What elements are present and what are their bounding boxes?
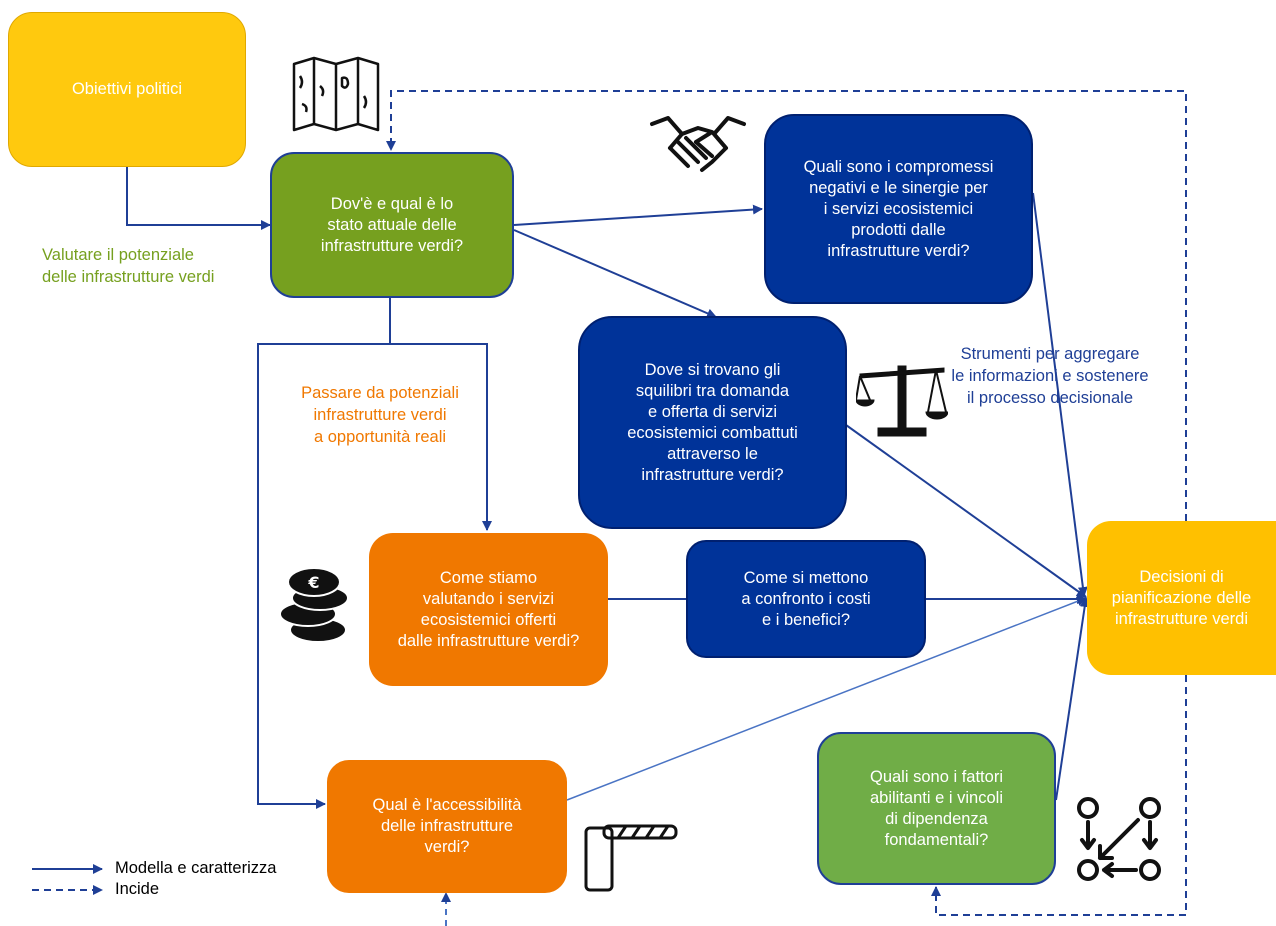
node-stato-attuale: Dov'è e qual è lo stato attuale delle in… <box>270 152 514 298</box>
legend-dashed-label: Incide <box>115 880 160 898</box>
node-decisioni: Decisioni di pianificazione delle infras… <box>1087 521 1276 675</box>
dashed-loop-top <box>386 90 1187 521</box>
arrow-compromessi-to-decisioni <box>1032 192 1088 597</box>
handshake-icon <box>650 116 746 172</box>
scale-icon <box>856 365 948 437</box>
barrier-icon <box>584 824 678 892</box>
label-strumenti: Strumenti per aggregare le informazioni … <box>951 345 1149 407</box>
arrow-stato-to-squilibri <box>513 229 717 319</box>
node-accessibilita: Qual è l'accessibilità delle infrastrutt… <box>327 760 567 893</box>
label-passare-opportunita: Passare da potenziali infrastrutture ver… <box>301 384 459 446</box>
map-icon <box>292 56 380 132</box>
arrow-stato-to-accessibilita <box>257 343 390 809</box>
node-confronto: Come si mettono a confronto i costi e i … <box>686 540 926 658</box>
node-compromessi: Quali sono i compromessi negativi e le s… <box>764 114 1033 304</box>
node-fattori: Quali sono i fattori abilitanti e i vinc… <box>817 732 1056 885</box>
arrow-stato-to-valutando <box>389 298 492 531</box>
arrow-squilibri-to-decisioni <box>845 424 1087 598</box>
arrow-stato-to-compromessi <box>513 204 763 226</box>
dashed-loop-bottom <box>931 675 1187 916</box>
arrow-fattori-to-decisioni <box>1055 597 1090 801</box>
arrow-accessibilita-to-decisioni <box>566 596 1087 801</box>
dependency-icon <box>1077 797 1161 881</box>
legend-solid-label: Modella e caratterizza <box>115 859 277 877</box>
euro-coins-icon: € <box>279 567 349 643</box>
node-valutando: Come stiamo valutando i servizi ecosiste… <box>369 533 608 686</box>
node-squilibri: Dove si trovano gli squilibri tra domand… <box>578 316 847 529</box>
label-valutare-potenziale: Valutare il potenziale delle infrastrutt… <box>42 246 215 286</box>
node-obiettivi-politici: Obiettivi politici <box>8 12 246 167</box>
arrow-obiettivi-to-stato <box>126 167 271 230</box>
svg-text:€: € <box>307 573 319 592</box>
